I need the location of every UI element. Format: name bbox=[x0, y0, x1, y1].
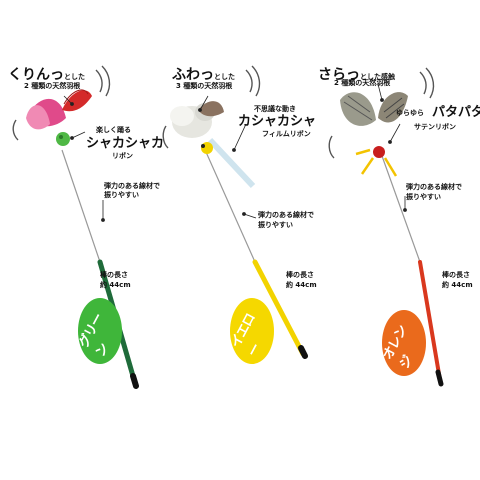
rod-note-1: 弾力のある線材で bbox=[258, 211, 314, 219]
length-label: 棒の長さ bbox=[100, 271, 128, 279]
title-suffix: とした bbox=[64, 73, 85, 81]
lure-lead: 楽しく踊る bbox=[96, 126, 131, 134]
length-value: 約 44cm bbox=[442, 281, 473, 289]
length-label: 棒の長さ bbox=[286, 271, 314, 279]
motion-lines bbox=[12, 65, 435, 159]
title-strong: さらっ bbox=[318, 67, 360, 83]
rod-note-2: 振りやすい bbox=[258, 221, 293, 229]
lure-lead: 不思議な動き bbox=[254, 105, 296, 113]
lure-sub: フィルムリボン bbox=[262, 130, 311, 138]
length-label: 棒の長さ bbox=[442, 271, 470, 279]
lure-name: カシャカシャ bbox=[238, 114, 317, 129]
lure-lead: ゆらゆら bbox=[396, 109, 424, 117]
color-badge-orange: オレンジ bbox=[380, 310, 426, 376]
title-suffix: とした感触 bbox=[360, 73, 395, 81]
title-suffix: とした bbox=[214, 73, 235, 81]
title-strong: くりんっ bbox=[8, 67, 64, 83]
orange-wand bbox=[340, 92, 444, 387]
title-strong: ふわっ bbox=[172, 67, 214, 83]
lure-name: シャカシャカ bbox=[86, 136, 165, 151]
color-badge-green: グリーン bbox=[76, 298, 122, 364]
yellow-wand bbox=[170, 101, 308, 359]
green-wand bbox=[26, 89, 139, 389]
rod-note-1: 弾力のある線材で bbox=[406, 183, 462, 191]
leader-lines bbox=[63, 83, 407, 222]
lure-sub: サテンリボン bbox=[414, 123, 456, 131]
feather-subtitle: 2 種類の天然羽根 bbox=[24, 82, 81, 90]
length-value: 約 44cm bbox=[286, 281, 317, 289]
length-value: 約 44cm bbox=[100, 281, 131, 289]
lure-sub: リボン bbox=[112, 152, 133, 160]
feather-subtitle: 3 種類の天然羽根 bbox=[176, 82, 233, 90]
rod-note-2: 振りやすい bbox=[406, 193, 441, 201]
feather-subtitle: 2 種類の天然羽根 bbox=[334, 79, 391, 87]
rod-note-2: 振りやすい bbox=[104, 191, 139, 199]
rod-note-1: 弾力のある線材で bbox=[104, 182, 160, 190]
lure-name: パタパタ bbox=[432, 105, 480, 120]
color-badge-yellow: イエロー bbox=[228, 298, 274, 364]
